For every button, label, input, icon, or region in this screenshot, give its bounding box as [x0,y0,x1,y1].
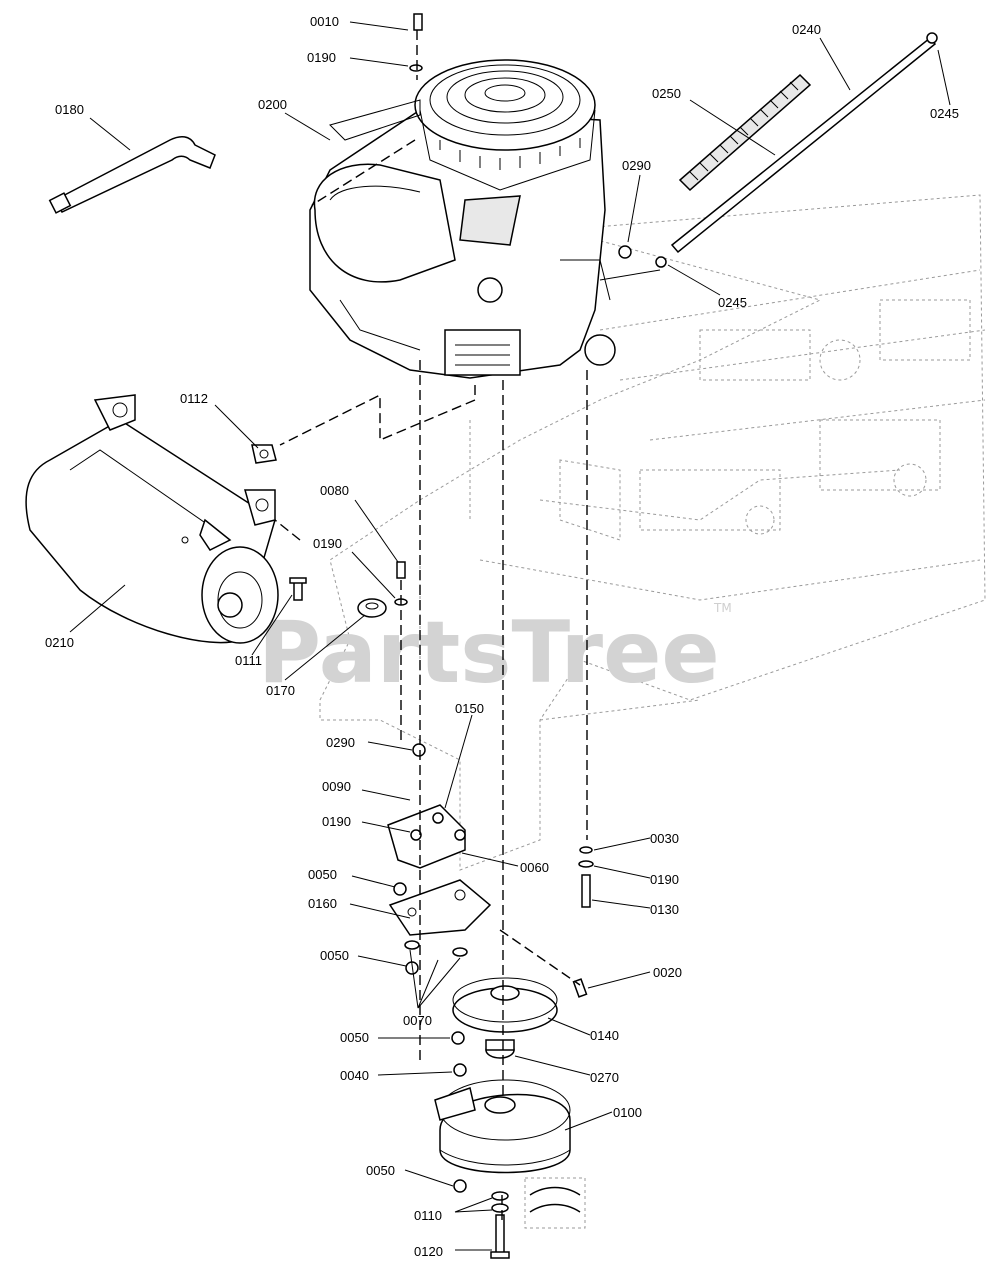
callout-0200: 0200 [258,97,287,112]
callout-0070: 0070 [403,1013,432,1028]
callout-0160: 0160 [308,896,337,911]
callout-0150: 0150 [455,701,484,716]
callout-0111: 0111 [235,653,262,668]
callout-0190: 0190 [307,50,336,65]
watermark: PartsTree TM [258,601,732,703]
callout-0190: 0190 [650,872,679,887]
callout-0120: 0120 [414,1244,443,1259]
callout-0190: 0190 [322,814,351,829]
callout-0245: 0245 [718,295,747,310]
bushing-0170 [357,598,387,618]
callout-0060: 0060 [520,860,549,875]
watermark-text: PartsTree [258,603,720,703]
callout-0110: 0110 [414,1208,442,1223]
tube-0180 [48,135,216,214]
bolt-0080 [396,561,406,579]
clutch-0100 [434,1079,571,1174]
callout-0080: 0080 [320,483,349,498]
nut-0050-a [393,882,407,896]
callout-0290: 0290 [326,735,355,750]
plate-0160 [388,879,492,957]
lockwasher-0030 [579,846,593,854]
bolt-0120 [495,1214,505,1256]
nut-0290-mid [412,743,426,757]
leader-lines [69,21,951,1251]
callout-0240: 0240 [792,22,821,37]
callout-0090: 0090 [322,779,351,794]
callout-0190: 0190 [313,536,342,551]
alignment-lines [274,30,588,1225]
nut-0040 [453,1063,467,1077]
nut-0050-d [453,1179,467,1193]
rod-0240 [655,32,938,268]
muffler-0210 [25,394,279,644]
callout-0112: 0112 [180,391,208,406]
washer-0190-right [578,860,594,868]
bolt-0010 [413,13,423,31]
callout-0050: 0050 [308,867,337,882]
bolt-0111 [289,577,307,601]
washer-0110-a [491,1191,509,1201]
bolt-0130 [581,874,591,908]
callout-0245: 0245 [930,106,959,121]
bearing-0270 [485,1039,515,1059]
callout-0040: 0040 [340,1068,369,1083]
callout-0170: 0170 [266,683,295,698]
callout-0180: 0180 [55,102,84,117]
watermark-trademark: TM [713,601,732,615]
washer-0190-top [409,64,423,72]
spring-0250 [678,73,812,192]
callout-0270: 0270 [590,1070,619,1085]
gasket-0112 [251,444,277,464]
callout-0140: 0140 [590,1028,619,1043]
callout-0250: 0250 [652,86,681,101]
washer-0110-b [491,1203,509,1213]
callout-0030: 0030 [650,831,679,846]
hardware [393,13,632,1259]
callout-0130: 0130 [650,902,679,917]
pulley-0140 [452,977,558,1033]
callout-0210: 0210 [45,635,74,650]
callout-0010: 0010 [310,14,339,29]
callout-0020: 0020 [653,965,682,980]
nut-0290-top [618,245,632,259]
callout-0100: 0100 [613,1105,642,1120]
callout-0050: 0050 [340,1030,369,1045]
callout-0050: 0050 [366,1163,395,1178]
callout-0050: 0050 [320,948,349,963]
callout-0290: 0290 [622,158,651,173]
engine-0200 [309,59,661,379]
nut-0050-c [451,1031,465,1045]
shim-detail [524,1177,586,1229]
callout-labels: 0010 0190 0180 0200 0250 0240 0245 0290 … [45,14,959,1259]
bracket-0150 [387,804,466,869]
